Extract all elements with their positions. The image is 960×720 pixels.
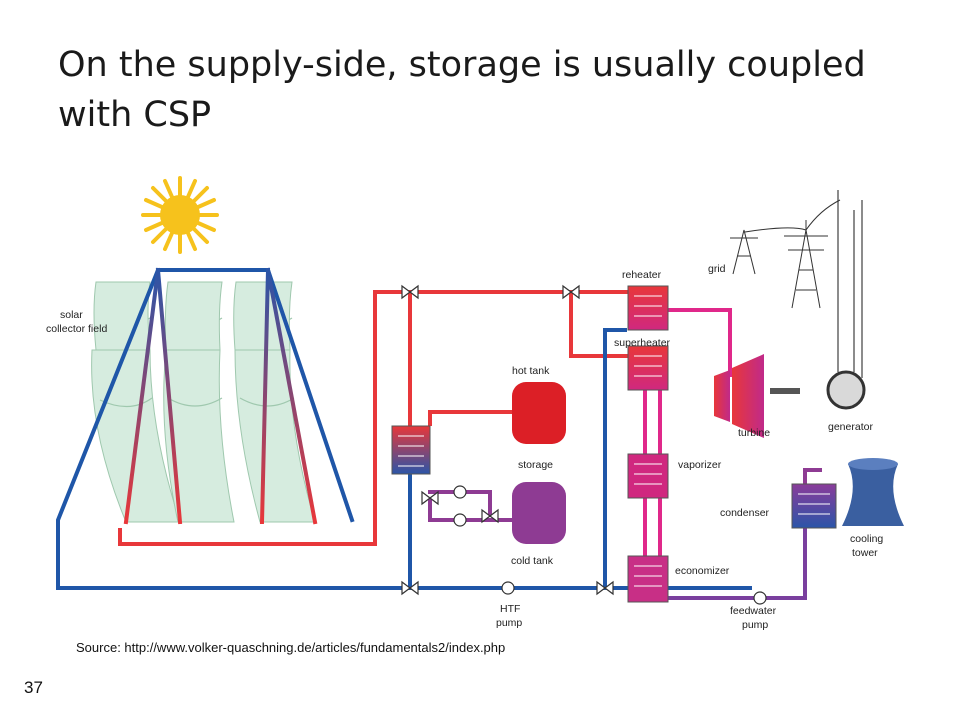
cold-tank-label: cold tank bbox=[511, 555, 554, 567]
cooling-tower-icon bbox=[842, 458, 904, 526]
htf-pump-label-line1: HTF bbox=[500, 603, 520, 615]
storage-heat-exchanger bbox=[391, 425, 431, 475]
collector-label-line1: solar bbox=[60, 309, 83, 321]
valve-icon bbox=[401, 284, 614, 596]
storage-label: storage bbox=[518, 459, 553, 471]
superheater bbox=[627, 345, 669, 391]
cooling-label-line2: tower bbox=[852, 547, 878, 559]
htf-pump-label-line2: pump bbox=[496, 617, 522, 629]
economizer bbox=[627, 555, 669, 603]
pump-icon bbox=[453, 485, 767, 605]
hot-tank bbox=[512, 382, 566, 444]
condenser-label: condenser bbox=[720, 507, 770, 519]
generator-label: generator bbox=[828, 421, 873, 433]
vaporizer bbox=[627, 453, 669, 499]
generator bbox=[826, 190, 866, 410]
condenser bbox=[791, 483, 837, 529]
source-citation: Source: http://www.volker-quaschning.de/… bbox=[76, 640, 506, 655]
csp-storage-diagram: solar collector field hot tank storage c… bbox=[46, 176, 904, 631]
grid-label: grid bbox=[708, 263, 726, 275]
sun-icon bbox=[141, 176, 219, 254]
solar-collector-field bbox=[91, 281, 316, 523]
reheater-label: reheater bbox=[622, 269, 662, 281]
economizer-label: economizer bbox=[675, 565, 730, 577]
reheater bbox=[627, 285, 669, 331]
cooling-label-line1: cooling bbox=[850, 533, 883, 545]
vaporizer-label: vaporizer bbox=[678, 459, 722, 471]
slide-title: On the supply-side, storage is usually c… bbox=[58, 45, 866, 135]
cold-tank bbox=[512, 482, 566, 544]
feedwater-pump-label-line1: feedwater bbox=[730, 605, 777, 617]
slide-number: 37 bbox=[24, 678, 43, 697]
transmission-tower-icon bbox=[730, 199, 841, 309]
feedwater-pump-label-line2: pump bbox=[742, 619, 768, 631]
hot-tank-label: hot tank bbox=[512, 365, 550, 377]
turbine bbox=[714, 354, 800, 438]
